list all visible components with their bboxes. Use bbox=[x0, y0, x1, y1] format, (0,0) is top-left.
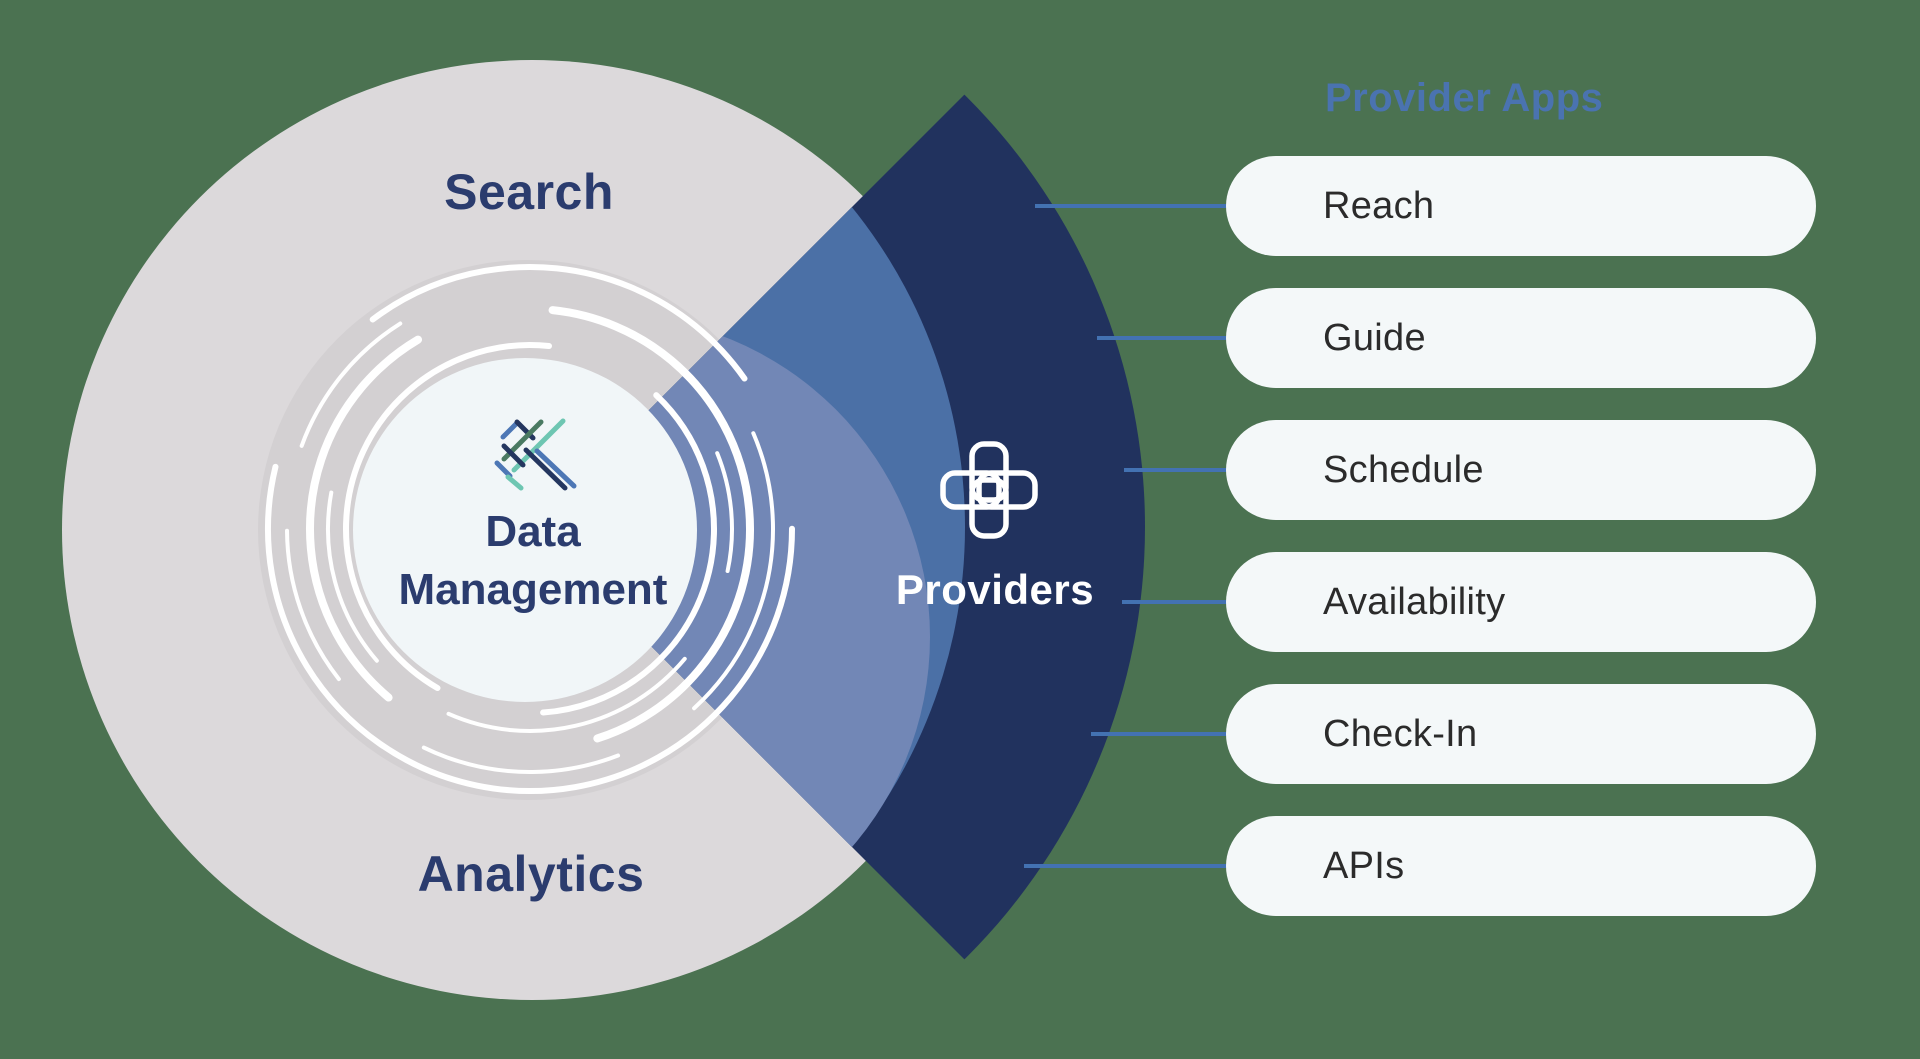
pill-checkin-label: Check-In bbox=[1323, 712, 1478, 755]
clover-cross-icon bbox=[940, 441, 1038, 539]
data-management-line1: Data bbox=[485, 507, 581, 556]
pill-reach[interactable]: Reach bbox=[1226, 156, 1816, 256]
providers-label: Providers bbox=[895, 566, 1095, 613]
pill-guide-label: Guide bbox=[1323, 316, 1426, 359]
white-ring-arcs bbox=[265, 264, 795, 794]
pill-schedule-label: Schedule bbox=[1323, 448, 1484, 491]
data-management-label: Data Management bbox=[333, 503, 733, 619]
analytics-label: Analytics bbox=[417, 846, 645, 902]
data-management-line2: Management bbox=[398, 565, 668, 614]
pill-checkin[interactable]: Check-In bbox=[1226, 684, 1816, 784]
pill-apis-label: APIs bbox=[1323, 844, 1405, 887]
pill-apis[interactable]: APIs bbox=[1226, 816, 1816, 916]
pill-reach-label: Reach bbox=[1323, 184, 1435, 227]
pill-availability[interactable]: Availability bbox=[1226, 552, 1816, 652]
connector-lines bbox=[1024, 204, 1240, 868]
provider-apps-title: Provider Apps bbox=[1325, 76, 1604, 120]
pill-guide[interactable]: Guide bbox=[1226, 288, 1816, 388]
kyruus-k-monogram-icon bbox=[494, 418, 577, 491]
pill-schedule[interactable]: Schedule bbox=[1226, 420, 1816, 520]
pill-availability-label: Availability bbox=[1323, 580, 1506, 623]
search-label: Search bbox=[444, 164, 614, 220]
center-circle bbox=[353, 358, 697, 702]
